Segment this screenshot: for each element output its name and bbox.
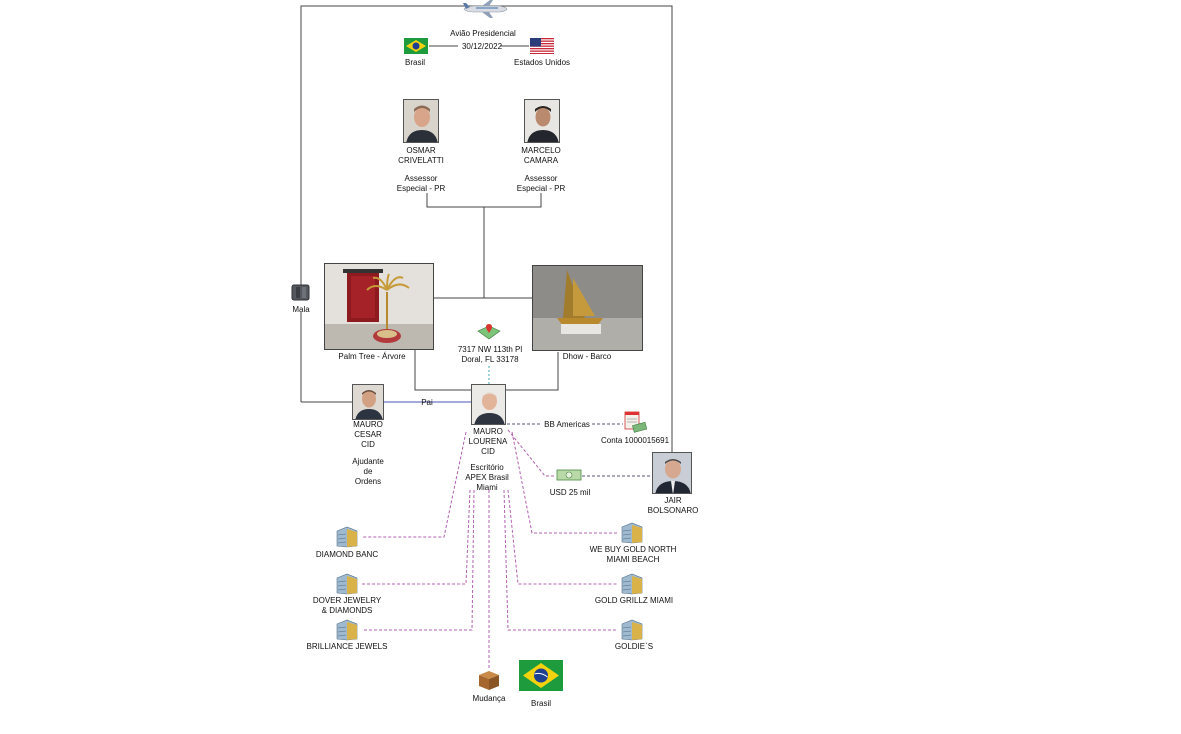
bank-statement-icon <box>623 411 647 433</box>
building-icon <box>620 522 644 544</box>
destination-label: Estados Unidos <box>513 58 571 67</box>
store-gold-grillz: GOLD GRILLZ MIAMI <box>594 596 674 605</box>
building-icon <box>620 619 644 641</box>
store-dover: DOVER JEWELRY& DIAMONDS <box>312 596 382 615</box>
usa-flag-icon <box>530 38 554 54</box>
map-pin-icon <box>477 323 501 341</box>
origin-label: Brasil <box>404 58 426 67</box>
cash-icon <box>556 469 582 481</box>
store-goldies: GOLDIE`S <box>614 642 654 651</box>
palm-tree-photo <box>324 263 434 350</box>
building-icon <box>335 526 359 548</box>
osmar-photo <box>403 99 439 143</box>
mala-label: Mala <box>292 305 310 314</box>
mauro-cesar-photo <box>352 384 384 420</box>
box-icon <box>477 669 501 691</box>
dhow-label: Dhow - Barco <box>562 352 612 361</box>
building-icon <box>620 573 644 595</box>
account-label: Conta 1000015691 <box>600 436 670 445</box>
bb-americas-label: BB Americas <box>542 420 592 430</box>
building-icon <box>335 573 359 595</box>
flight-title: Avião Presidencial <box>450 29 516 38</box>
building-icon <box>335 619 359 641</box>
pai-link-label: Pai <box>421 398 433 407</box>
mudanca-label: Mudança <box>472 694 506 703</box>
brasil-bottom-label: Brasil <box>530 699 552 708</box>
jair-photo <box>652 452 692 494</box>
dhow-photo <box>532 265 643 351</box>
palm-tree-label: Palm Tree - Árvore <box>338 352 406 361</box>
flight-date: 30/12/2022 <box>461 42 503 51</box>
brazil-flag-large-icon <box>519 660 563 691</box>
brazil-flag-icon <box>404 38 428 54</box>
mauro-lourena-photo <box>471 384 506 425</box>
marcelo-photo <box>524 99 560 143</box>
airplane-icon <box>462 0 508 18</box>
suitcase-icon <box>291 282 311 302</box>
store-brilliance: BRILLIANCE JEWELS <box>306 642 388 651</box>
store-diamond-banc: DIAMOND BANC <box>315 550 379 559</box>
cash-label: USD 25 mil <box>549 488 591 497</box>
